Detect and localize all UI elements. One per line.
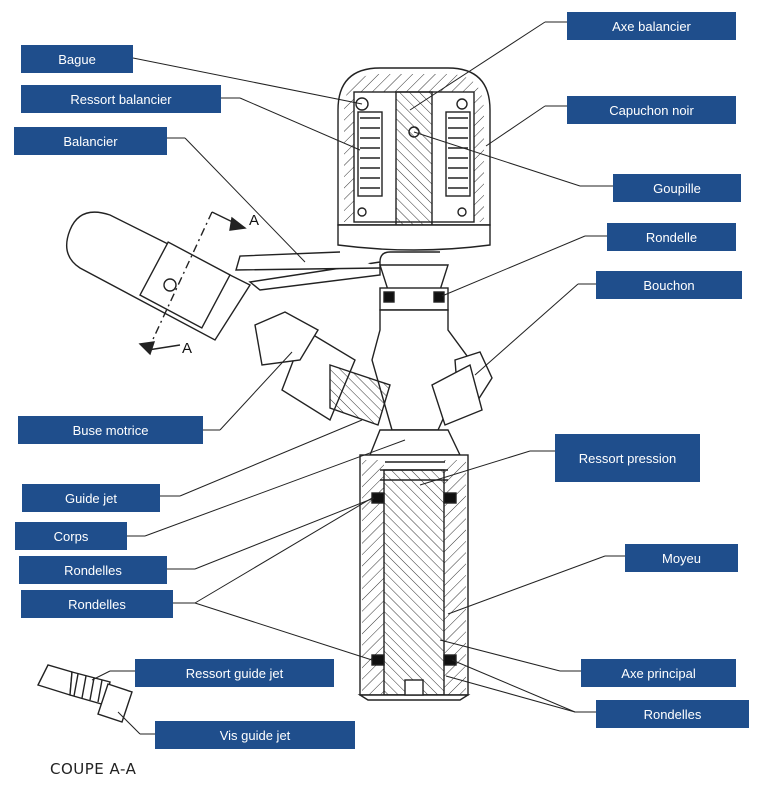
label-vis-guide-jet: Vis guide jet [155,721,355,749]
label-rondelle: Rondelle [607,223,736,251]
jet-guide-screw-inset [37,664,133,723]
label-rondelles-3: Rondelles [596,700,749,728]
label-ressort-pression: Ressort pression [555,434,700,482]
label-ressort-guide-jet: Ressort guide jet [135,659,334,687]
rocker-axle [395,91,433,233]
section-caption: COUPE A-A [50,760,137,778]
bague-ring [355,97,369,111]
label-ressort-balancier: Ressort balancier [21,85,221,113]
rocker-springs [357,111,471,197]
label-bague: Bague [21,45,133,73]
goupille-pin [408,126,420,138]
label-moyeu: Moyeu [625,544,738,572]
label-corps: Corps [15,522,127,550]
label-rondelles-2: Rondelles [21,590,173,618]
label-goupille: Goupille [613,174,741,202]
label-balancier: Balancier [14,127,167,155]
section-marker-top: A [249,212,260,229]
label-axe-balancier: Axe balancier [567,12,736,40]
label-rondelles-1: Rondelles [19,556,167,584]
label-axe-principal: Axe principal [581,659,736,687]
label-capuchon-noir: Capuchon noir [567,96,736,124]
label-guide-jet: Guide jet [22,484,160,512]
rocker-arm [248,251,440,291]
section-marker-bottom: A [182,340,193,357]
main-axle [383,469,445,696]
label-bouchon: Bouchon [596,271,742,299]
label-buse-motrice: Buse motrice [18,416,203,444]
